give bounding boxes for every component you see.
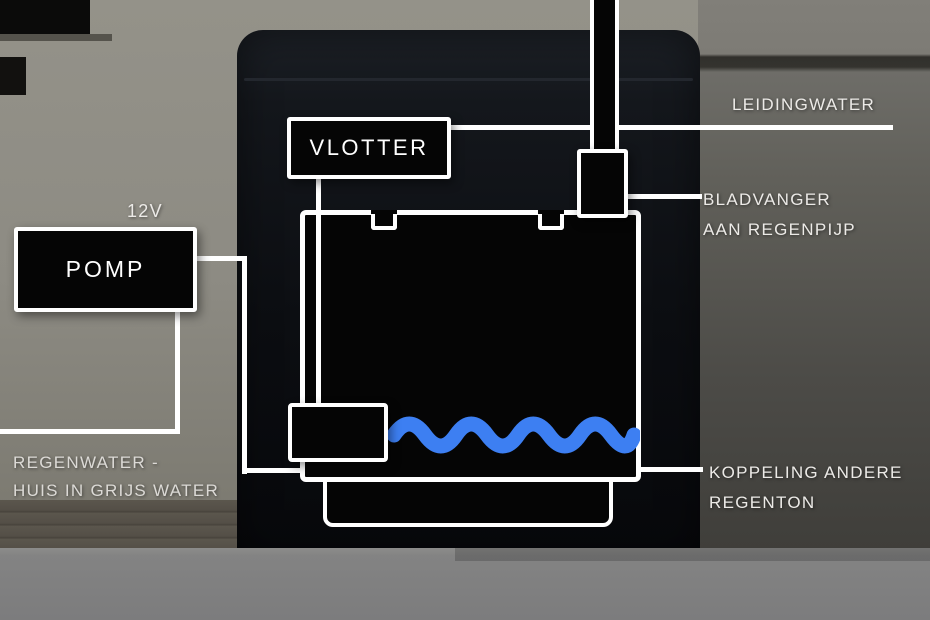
vlotter-box: VLOTTER <box>287 117 451 179</box>
line-pomp-to-tank-bottom <box>242 468 305 473</box>
barrel-lid-ridge <box>244 78 693 81</box>
pomp-box: POMP <box>14 227 197 312</box>
regenwater-label-line1: REGENWATER - <box>13 453 159 472</box>
line-vlotter-to-float <box>316 176 321 408</box>
leaf-catcher-connector <box>577 149 628 218</box>
voltage-label: 12V <box>127 201 163 221</box>
line-pomp-to-regenwater <box>175 310 180 434</box>
window-dark-patch <box>0 57 26 95</box>
window-dark-patch <box>0 0 90 34</box>
pomp-label: POMP <box>65 256 146 282</box>
water-wave <box>386 416 640 454</box>
line-koppeling <box>640 467 703 472</box>
regenwater-label: REGENWATER - HUIS IN GRIJS WATER <box>13 449 219 505</box>
wood-floor <box>0 500 240 552</box>
leidingwater-label: LEIDINGWATER <box>732 95 876 114</box>
line-regenwater <box>0 429 180 434</box>
tank-notch <box>371 214 397 230</box>
regenwater-label-line2: HUIS IN GRIJS WATER <box>13 481 220 500</box>
tank-notch-cover <box>538 210 564 215</box>
right-wall-shadow <box>698 0 930 552</box>
bladvanger-label-line2: AAN REGENPIJP <box>703 220 856 239</box>
line-bladvanger <box>626 194 702 199</box>
rain-pipe <box>590 0 619 156</box>
bladvanger-label-line1: BLADVANGER <box>703 190 831 209</box>
float-switch-box <box>288 403 388 462</box>
line-leidingwater <box>449 125 893 130</box>
barrel-floor-shadow <box>455 548 930 561</box>
line-pomp-to-tank <box>195 256 247 261</box>
window-sill <box>0 34 112 41</box>
koppeling-label-line1: KOPPELING ANDERE <box>709 463 903 482</box>
koppeling-label-line2: REGENTON <box>709 493 816 512</box>
bladvanger-label: BLADVANGER AAN REGENPIJP <box>703 185 856 245</box>
tank-notch-cover <box>371 210 397 215</box>
line-pomp-to-tank-vertical <box>242 256 247 474</box>
vlotter-label: VLOTTER <box>309 135 429 160</box>
bottom-gray-band <box>0 548 930 620</box>
tank-notch <box>538 214 564 230</box>
koppeling-label: KOPPELING ANDERE REGENTON <box>709 458 903 518</box>
